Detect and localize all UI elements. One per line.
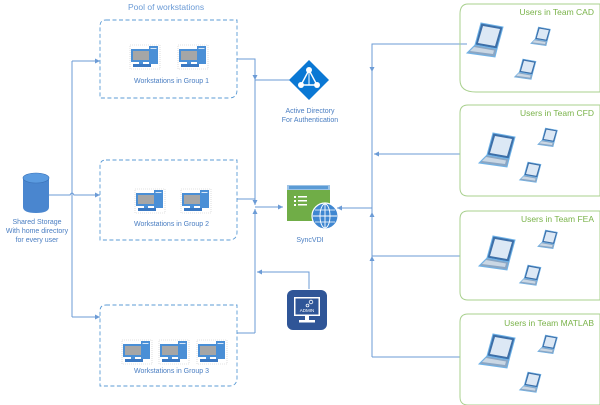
team-cfd-label: Users in Team CFD	[520, 108, 594, 118]
laptop-icon	[466, 22, 504, 58]
laptop-icon	[519, 371, 542, 393]
active-directory-label: Active Directory For Authentication	[272, 107, 348, 125]
link-admin-up	[257, 269, 310, 289]
group-1-label: Workstations in Group 1	[134, 78, 209, 85]
laptop-icon	[537, 229, 558, 249]
laptop-icon	[514, 58, 537, 80]
active-directory-icon	[289, 60, 329, 100]
laptop-icon	[530, 26, 551, 46]
workstation-icon	[158, 339, 190, 365]
laptop-icon	[519, 264, 542, 286]
syncvdi-label: SyncVDI	[296, 237, 324, 244]
admin-icon-text: ADMIN	[299, 308, 315, 313]
storage-label-line-2: With home directory	[5, 228, 69, 235]
laptop-icon	[537, 127, 558, 147]
group-3-label: Workstations in Group 3	[134, 368, 209, 375]
syncvdi-icon	[287, 185, 339, 230]
workstation-group-3	[99, 304, 238, 387]
globe-icon	[311, 202, 339, 230]
link-storage-to-group-2	[48, 192, 100, 198]
team-box-cad	[459, 3, 600, 93]
team-matlab-label: Users in Team MATLAB	[504, 318, 594, 328]
workstation-icon	[196, 339, 228, 365]
storage-label: Shared Storage With home directory for e…	[0, 218, 74, 245]
active-directory-label-line-2: For Authentication	[281, 117, 339, 124]
workstation-icon	[177, 44, 209, 70]
database-icon	[22, 172, 50, 213]
laptop-icon	[519, 161, 542, 183]
pool-title: Pool of workstations	[128, 2, 205, 12]
workstation-icon	[134, 188, 166, 214]
link-group-1-out	[237, 58, 258, 80]
connectors	[48, 43, 467, 358]
workstation-icon	[121, 339, 153, 365]
link-group-2-out	[237, 198, 258, 205]
team-box-fea	[459, 210, 600, 301]
workstation-icon	[180, 188, 212, 214]
laptop-icon	[478, 132, 516, 168]
admin-icon	[287, 290, 327, 330]
laptop-icon	[478, 235, 516, 271]
group-2-label: Workstations in Group 2	[134, 221, 209, 228]
team-box-cfd	[459, 104, 600, 197]
link-team-fea	[371, 255, 460, 259]
storage-label-line-3: for every user	[15, 237, 59, 244]
storage-label-line-1: Shared Storage	[12, 219, 62, 226]
laptop-icon	[478, 333, 516, 369]
workstation-icon	[129, 44, 161, 70]
link-team-cad	[369, 43, 467, 72]
team-fea-label: Users in Team FEA	[520, 214, 594, 224]
team-cad-label: Users in Team CAD	[519, 7, 594, 17]
workstation-group-2	[99, 159, 238, 241]
laptop-icon	[537, 334, 558, 354]
workstation-group-1	[99, 19, 238, 99]
active-directory-label-line-1: Active Directory	[285, 108, 335, 115]
